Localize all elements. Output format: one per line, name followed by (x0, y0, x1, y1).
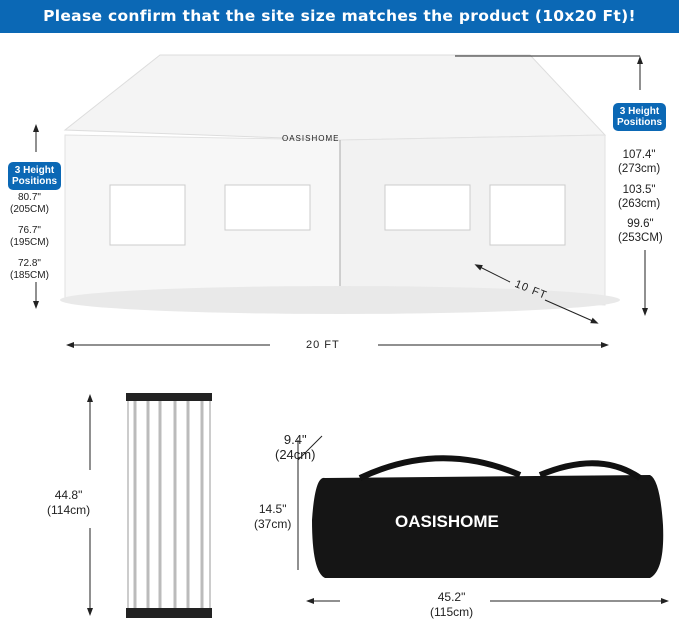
bag-length: 45.2"(115cm) (430, 590, 473, 620)
cm: (263cm) (618, 198, 661, 210)
inch: 9.4" (283, 432, 307, 447)
badge-line: Positions (617, 117, 663, 128)
inch: 72.8" (17, 258, 41, 269)
carry-bag (312, 455, 664, 578)
left-height-2: 76.7"(195CM) (10, 225, 49, 249)
inch: 14.5" (258, 502, 287, 516)
badge-line: 3 Height (14, 165, 55, 176)
canopy-brand: OASISHOME (282, 134, 340, 143)
bag-height: 14.5"(37cm) (254, 502, 291, 532)
inch: 45.2" (437, 590, 466, 604)
cm: (114cm) (47, 503, 91, 517)
left-height-badge: 3 Height Positions (8, 162, 62, 190)
inch: 44.8" (54, 488, 83, 502)
frame-height: 44.8"(114cm) (47, 488, 90, 518)
folded-frame (126, 393, 212, 618)
badge-line: 3 Height (619, 106, 660, 117)
badge-line: Positions (12, 176, 58, 187)
inch: 80.7" (17, 192, 41, 203)
inch: 76.7" (17, 225, 41, 236)
inch: 107.4" (622, 149, 656, 161)
cm: (24cm) (275, 447, 316, 462)
left-height-1: 80.7"(205CM) (10, 192, 49, 216)
right-height-badge: 3 Height Positions (613, 103, 667, 131)
right-height-1: 107.4" (273cm) (618, 148, 660, 176)
header-banner: Please confirm that the site size matche… (0, 0, 679, 33)
cm: (195CM) (10, 237, 49, 248)
cm: (273cm) (618, 163, 661, 175)
width-label: 20 FT (306, 339, 340, 351)
bag-brand: OASISHOME (395, 512, 499, 531)
cm: (115cm) (430, 605, 474, 619)
left-height-3: 72.8"(185CM) (10, 258, 49, 282)
inch: 99.6" (627, 218, 654, 230)
canopy-tent (60, 54, 620, 314)
inch: 103.5" (622, 184, 656, 196)
right-height-3: 99.6" (253CM) (618, 217, 663, 245)
cm: (37cm) (254, 517, 292, 531)
right-height-2: 103.5" (263cm) (618, 183, 660, 211)
cm: (205CM) (10, 204, 49, 215)
bag-depth: 9.4"(24cm) (275, 432, 315, 462)
cm: (253CM) (618, 232, 663, 244)
cm: (185CM) (10, 270, 49, 281)
